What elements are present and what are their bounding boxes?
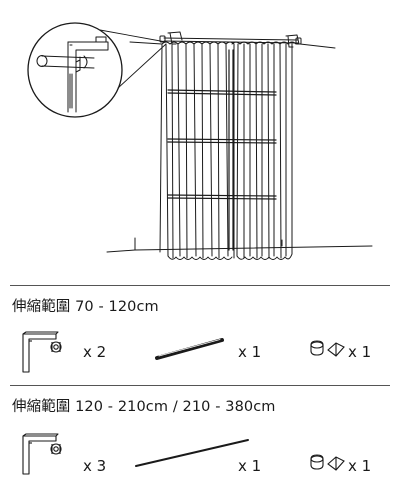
bracket-icon — [22, 331, 62, 373]
curtain-panel-right — [231, 41, 297, 260]
section-divider — [10, 285, 390, 286]
rod-quantity: x 1 — [238, 457, 262, 475]
end-cap-icon — [310, 340, 345, 357]
section-title-range-2: 伸縮範圍 120 - 210cm / 210 - 380cm — [12, 399, 276, 415]
bracket-quantity: x 2 — [83, 343, 107, 361]
wall-outline — [106, 41, 373, 253]
window-frame — [167, 49, 277, 251]
curtain-panel-left — [159, 41, 235, 260]
bracket-detail-zoom — [27, 22, 167, 118]
end-cap-quantity: x 1 — [348, 343, 372, 361]
section-divider — [10, 385, 390, 386]
rod-icon — [155, 338, 224, 360]
rod-icon — [135, 439, 249, 467]
end-cap-icon — [310, 454, 345, 471]
curtain-rod — [159, 31, 302, 48]
bracket-quantity: x 3 — [83, 457, 107, 475]
rod-quantity: x 1 — [238, 343, 262, 361]
bracket-icon — [22, 433, 62, 475]
curtain-installation-illustration — [27, 22, 373, 260]
end-cap-quantity: x 1 — [348, 457, 372, 475]
section-title-range-1: 伸縮範圍 70 - 120cm — [12, 299, 159, 315]
